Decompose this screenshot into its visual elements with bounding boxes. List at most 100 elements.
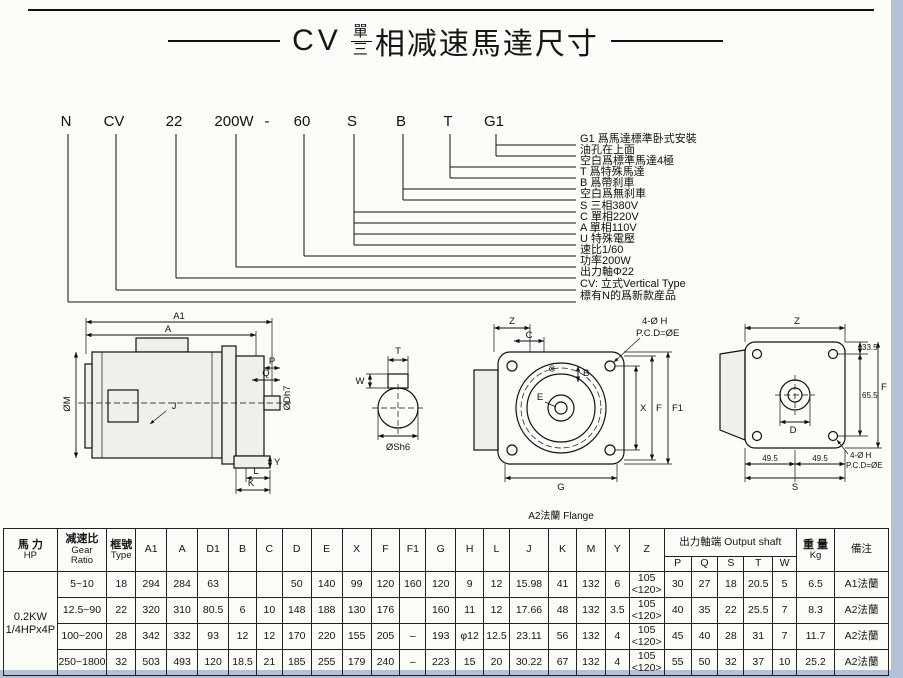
dim-label-49.5-left: 49.5 (762, 454, 778, 463)
table-cell: 493 (166, 649, 199, 676)
dim-label-65.5: 65.5 (862, 391, 878, 400)
table-cell: 4 (604, 649, 630, 676)
gearbox-stub (473, 369, 499, 451)
ratio-cell: 100~200 (56, 623, 108, 650)
table-cell: 93 (197, 623, 230, 650)
dim-label-S: S (792, 482, 798, 493)
nameplate (107, 389, 139, 423)
table-cell: 5 (772, 571, 797, 598)
table-cell: 32 (717, 649, 745, 676)
col-header-K: K (548, 528, 577, 572)
code-part: N (61, 113, 72, 130)
col-header-C: C (255, 528, 283, 572)
dim-label-Z2: Z (794, 316, 800, 327)
code-label: 功率200W (580, 253, 631, 267)
col-header-P: P (663, 556, 692, 572)
table-cell: 12 (255, 623, 283, 650)
table-cell: 30 (663, 571, 692, 598)
table-cell: 8.3 (795, 597, 836, 624)
code-label: 空白爲無刹車 (580, 186, 646, 200)
ratio-cell: 5~10 (56, 571, 108, 598)
pcd-note: P.C.D=ØE (636, 328, 679, 339)
title-dash-right (610, 40, 723, 42)
table-cell: 10 (772, 649, 797, 676)
table-cell: 18 (717, 571, 745, 598)
dim-label-Dh7: ØDh7 (282, 386, 293, 411)
table-cell: 223 (425, 649, 457, 676)
code-label: 油孔在上面 (580, 142, 635, 156)
dim-label-T: T (395, 346, 401, 357)
remark-cell: A2法蘭 (834, 597, 889, 624)
dim-label-A: A (165, 324, 172, 335)
col-header-H: H (455, 528, 485, 572)
table-cell: 4 (604, 623, 630, 650)
phase-single: 單 (350, 23, 372, 42)
col-header-output-shaft: 出力軸端 Output shaft (663, 528, 797, 557)
table-cell: 25.5 (743, 597, 774, 624)
dim-label-Y: Y (274, 457, 281, 468)
table-cell: 31 (743, 623, 774, 650)
dim-label-K: K (248, 478, 255, 489)
table-cell: 188 (310, 597, 343, 624)
table-cell: 6.5 (795, 571, 836, 598)
table-cell: 148 (281, 597, 312, 624)
table-cell: 105 <120> (628, 623, 665, 650)
page-title: CV 單 三 相减速馬達尺寸 (0, 18, 891, 64)
code-part: 22 (166, 113, 183, 130)
table-row: 12.5~90 22 320 310 80.5 6 10 148 188 130… (4, 597, 889, 624)
code-part: G1 (484, 113, 504, 130)
table-cell: 193 (425, 623, 457, 650)
table-cell: 120 (425, 571, 457, 598)
col-header-W: W (772, 556, 797, 572)
table-cell: 25.2 (795, 649, 836, 676)
table-cell: 7 (772, 597, 797, 624)
remark-cell: A2法蘭 (834, 623, 889, 650)
shaft-detail-drawing: T W ØSh6 (356, 346, 424, 453)
table-cell: 320 (135, 597, 168, 624)
table-cell: 155 (341, 623, 372, 650)
col-header-D: D (281, 528, 312, 572)
dim-label-Z: Z (509, 316, 515, 327)
table-cell: 20 (483, 649, 510, 676)
table-cell: 120 (370, 571, 401, 598)
table-cell: 21 (255, 649, 283, 676)
table-cell: 12 (483, 597, 510, 624)
code-label: G1 爲馬達標準卧式安裝 (580, 131, 697, 145)
phase-stack: 單 三 (350, 23, 372, 58)
title-dash-left (168, 40, 281, 42)
col-header-L: L (483, 528, 510, 572)
col-header-Z: Z (628, 528, 665, 572)
table-cell: 80.5 (197, 597, 230, 624)
table-cell: 23.11 (508, 623, 550, 650)
dim-label-F2: F (881, 382, 887, 393)
code-label: 標有N的爲新款産品 (580, 288, 676, 302)
code-label: T 爲特殊馬達 (580, 164, 645, 178)
table-cell: 7 (772, 623, 797, 650)
reference-mark: ※ (548, 364, 556, 375)
table-cell: 27 (690, 571, 719, 598)
table-cell: 342 (135, 623, 168, 650)
dim-label-P: P (269, 356, 275, 367)
dim-label-E: E (537, 392, 543, 403)
code-label: B 爲帶刹車 (580, 175, 634, 189)
dim-label-C: C (526, 330, 533, 341)
table-cell (228, 571, 257, 598)
table-cell: 185 (281, 649, 312, 676)
front-flange-drawing: Z C ※ B E X (473, 316, 683, 522)
table-cell: 18 (106, 571, 137, 598)
table-cell: 40 (690, 623, 719, 650)
table-cell: 105 <120> (628, 649, 665, 676)
col-header-A: A (166, 528, 199, 572)
table-cell: 176 (370, 597, 401, 624)
table-cell: 48 (548, 597, 577, 624)
model-code-diagram: N CV 22 200W - 60 S B T G1 (61, 113, 697, 303)
code-part: T (443, 113, 452, 130)
col-header-J: J (508, 528, 550, 572)
table-cell: 105 <120> (628, 597, 665, 624)
table-cell: – (399, 649, 427, 676)
mounting-foot (233, 455, 271, 469)
dim-label-B: B (583, 368, 589, 379)
